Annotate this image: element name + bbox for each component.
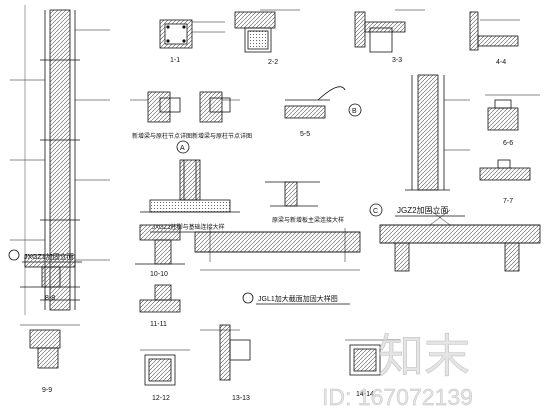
title-new-beam-column-a: 新增梁与原柱节点详图 — [132, 132, 192, 140]
new-beam-column-node-a — [130, 91, 181, 123]
label-1-1: 1-1 — [170, 57, 180, 64]
section-14-14 — [345, 339, 400, 376]
label-11-11: 11-11 — [150, 321, 167, 328]
callout-a-label: A — [180, 145, 185, 152]
section-3-3 — [354, 9, 425, 53]
section-12-12 — [140, 349, 190, 386]
jxgz1-base-detail — [140, 159, 240, 213]
callout-b-label: B — [352, 108, 357, 115]
watermark: 知末 ID: 167072139 — [322, 330, 473, 410]
section-4-4 — [469, 11, 520, 51]
jxgz1-elevation — [10, 5, 110, 315]
beam-slab-connection — [265, 181, 320, 207]
section-2-2 — [234, 9, 300, 53]
section-1-1 — [159, 19, 225, 49]
new-beam-column-node-b — [199, 91, 240, 123]
callout-c-label: C — [373, 208, 378, 215]
section-7-7 — [479, 159, 531, 181]
jgl1-title: JGL1加大截面加固大样图 — [242, 292, 350, 305]
callout-c-circle — [369, 203, 383, 217]
section-11-11 — [139, 284, 181, 313]
section-10-10 — [135, 224, 185, 265]
svg-text:JGL1加大截面加固大样图: JGL1加大截面加固大样图 — [258, 294, 338, 303]
title-beam-slab: 原梁与新增板主梁连接大样 — [272, 216, 344, 224]
title-new-beam-column-b: 新增梁与原柱节点详图 — [192, 132, 252, 140]
label-12-12: 12-12 — [152, 395, 170, 402]
svg-text:JXGZ1柱脚与基础连接大样: JXGZ1柱脚与基础连接大样 — [152, 223, 225, 231]
watermark-id: ID: 167072139 — [322, 384, 473, 410]
section-13-13 — [200, 324, 251, 381]
section-8-8 — [20, 254, 80, 288]
label-4-4: 4-4 — [496, 59, 506, 66]
label-6-6: 6-6 — [503, 140, 513, 147]
section-5-5 — [284, 86, 346, 119]
section-9-9 — [20, 324, 80, 369]
label-8-8: 8-8 — [45, 295, 55, 302]
jgl1-beam-elevation — [194, 228, 361, 271]
callout-b-circle — [348, 103, 362, 117]
label-5-5: 5-5 — [300, 131, 310, 138]
label-9-9: 9-9 — [42, 387, 52, 394]
section-6-6 — [485, 94, 540, 131]
callout-a-circle — [176, 140, 190, 154]
watermark-logo: 知末 — [378, 330, 470, 382]
svg-text:JGZ2加固立面: JGZ2加固立面 — [397, 205, 449, 215]
label-14-14: 14-14 — [356, 391, 374, 398]
label-10-10: 10-10 — [150, 271, 168, 278]
label-7-7: 7-7 — [503, 198, 513, 205]
label-2-2: 2-2 — [268, 59, 278, 66]
right-beam-elevation — [379, 209, 541, 272]
label-13-13: 13-13 — [232, 395, 250, 402]
jgz2-elevation — [405, 74, 470, 191]
jgz2-elevation-title: JGZ2加固立面 — [395, 205, 465, 217]
label-3-3: 3-3 — [392, 57, 402, 64]
